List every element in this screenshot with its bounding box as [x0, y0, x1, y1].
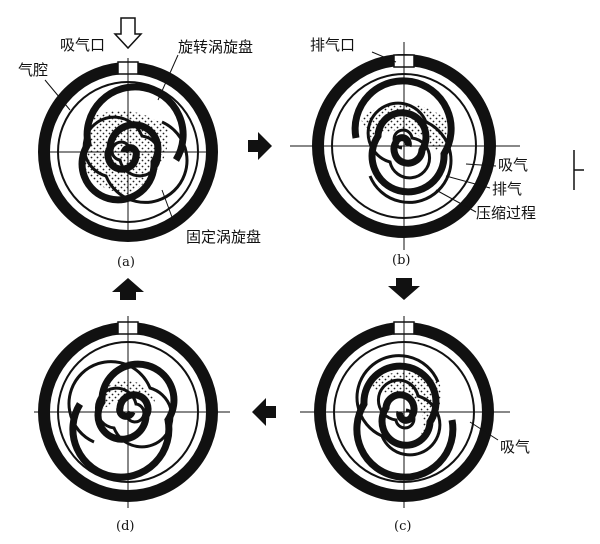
fixed-scroll-wrap [69, 360, 178, 481]
orbiting-scroll-wrap [82, 115, 189, 204]
fixed-scroll-wrap [78, 83, 187, 204]
caption-d: (d) [116, 519, 134, 534]
fixed-scroll-wrap [351, 77, 455, 196]
caption-c: (c) [394, 519, 411, 534]
fixed-scroll-wrap [353, 362, 457, 481]
panel-c: 吸气 (c) [300, 316, 530, 534]
arrow-down-icon [388, 278, 420, 300]
fixed-scroll-label: 固定涡旋盘 [186, 228, 261, 246]
arrow-right-icon [248, 132, 272, 160]
caption-a: (a) [117, 255, 135, 270]
gas-chamber-label: 气腔 [18, 61, 48, 79]
arrow-left-icon [252, 398, 276, 426]
outlet-label: 排气口 [310, 36, 355, 54]
compression-label: 压缩过程 [476, 204, 536, 222]
orbiting-scroll-wrap [366, 101, 453, 204]
arrow-up-icon [112, 278, 144, 300]
compression-pocket [366, 372, 441, 440]
panel-b: 排气口 吸气 排气 压缩过程 (b) [290, 36, 536, 268]
panel-a: 吸气口 气腔 旋转涡旋盘 固定涡旋盘 (a) [18, 17, 261, 270]
caption-b: (b) [392, 253, 410, 268]
discharge-label-b: 排气 [492, 180, 522, 198]
orbiting-scroll-label: 旋转涡旋盘 [178, 38, 253, 56]
orbiting-scroll-wrap [355, 354, 442, 457]
suction-label-c: 吸气 [500, 438, 530, 456]
panel-d: (d) [34, 316, 230, 534]
inlet-label: 吸气口 [60, 36, 105, 54]
orbiting-scroll-wrap [67, 360, 174, 449]
suction-label-b: 吸气 [498, 156, 528, 174]
inlet-arrow-icon [113, 17, 143, 50]
